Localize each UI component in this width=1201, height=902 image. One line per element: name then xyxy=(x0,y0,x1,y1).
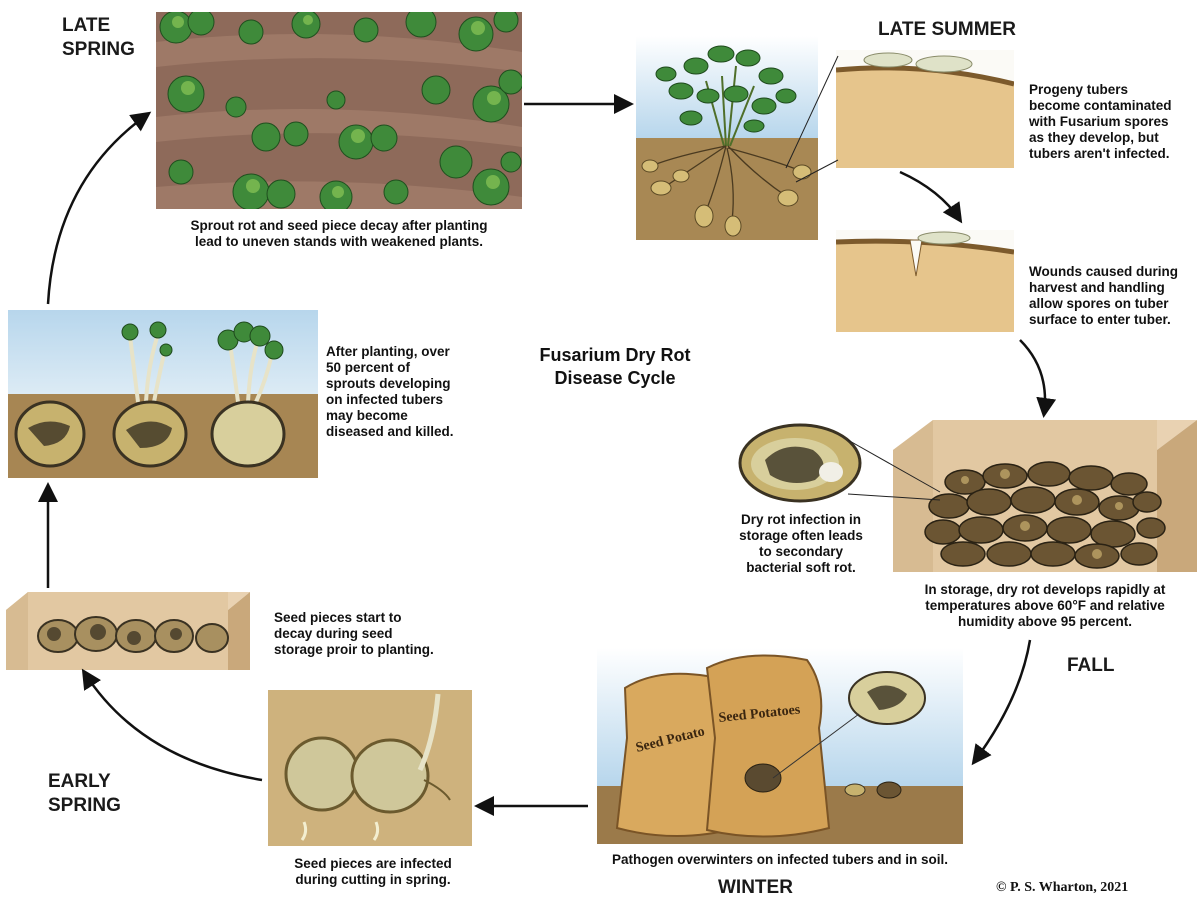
arrow-storage-to-winter xyxy=(974,640,1030,762)
leader-line-tuber-to-bin xyxy=(848,494,940,500)
arrow-progeny-to-wound xyxy=(900,172,960,220)
leader-line-plant-to-surface xyxy=(796,160,838,182)
leader-line-plant-to-surface xyxy=(786,56,838,168)
leader-line-tuber-to-bin xyxy=(848,440,940,492)
arrow-planting-to-field xyxy=(48,114,148,304)
arrow-cutting-to-seed-storage xyxy=(84,672,262,780)
arrow-wound-to-storage xyxy=(1020,340,1045,414)
